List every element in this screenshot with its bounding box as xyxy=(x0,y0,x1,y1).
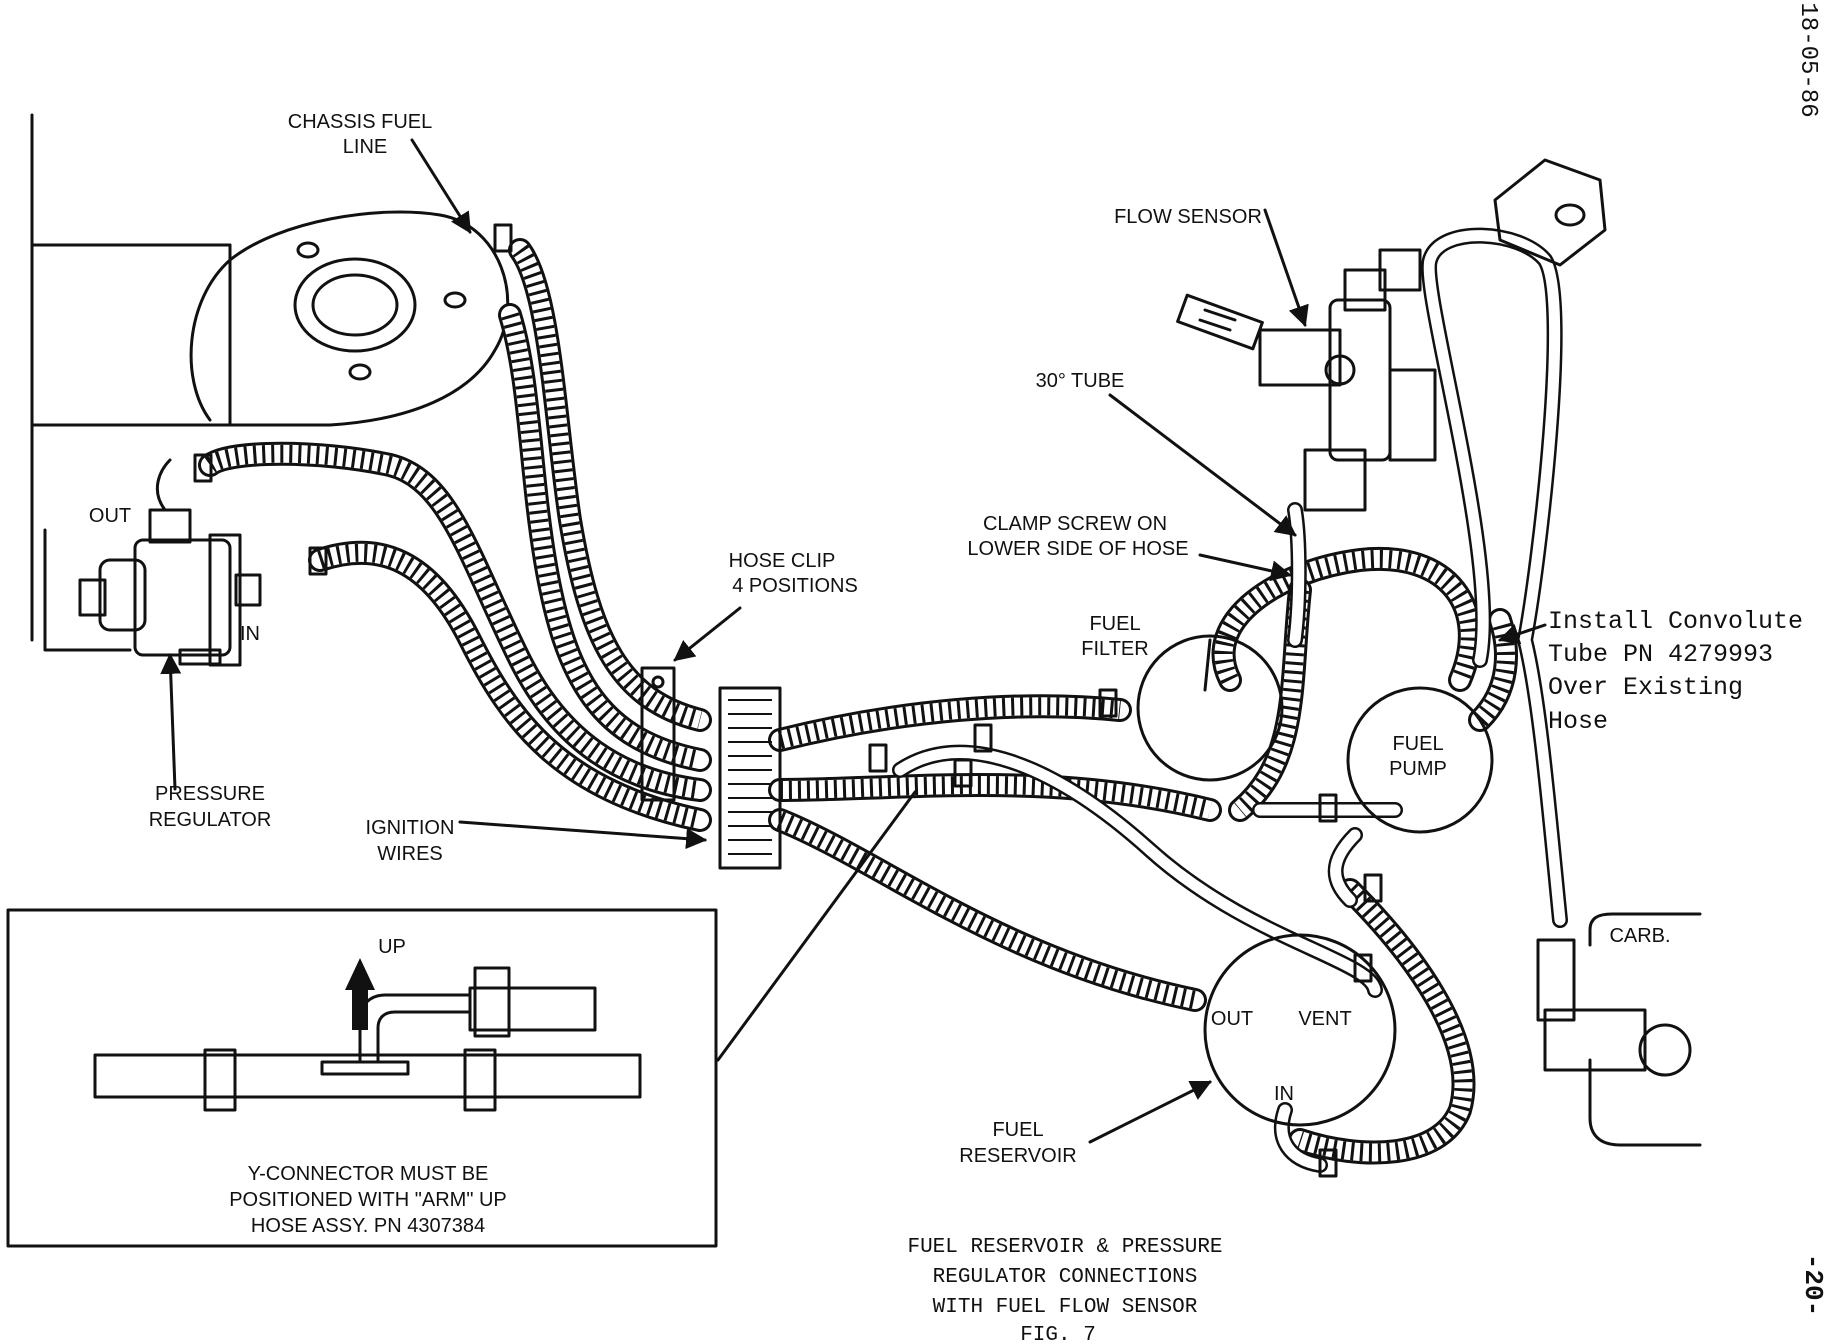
inset-caption-line-1: Y-CONNECTOR MUST BE xyxy=(248,1163,489,1185)
reservoir-out-label: OUT xyxy=(1211,1008,1253,1030)
clamp-screw-label-1: CLAMP SCREW ON xyxy=(983,513,1167,535)
chassis-fuel-line-label-1: CHASSIS FUEL xyxy=(288,111,432,133)
regulator-out-label: OUT xyxy=(89,505,131,527)
up-arrow-icon xyxy=(345,958,375,1030)
clamp-screw-label-2: LOWER SIDE OF HOSE xyxy=(967,538,1188,560)
pressure-regulator-label-1: PRESSURE xyxy=(155,783,265,805)
install-note-line-2: Tube PN 4279993 xyxy=(1548,640,1773,669)
figure-caption-line-3: WITH FUEL FLOW SENSOR xyxy=(933,1296,1198,1319)
pressure-regulator xyxy=(43,458,262,667)
hose-clip-label-2: 4 POSITIONS xyxy=(732,575,858,597)
install-note-line-1: Install Convolute xyxy=(1548,607,1803,636)
text-labels: CHASSIS FUEL LINE FLOW SENSOR 30° TUBE C… xyxy=(89,2,1828,1344)
fuel-filter xyxy=(1136,634,1284,782)
fuel-pump-label-2: PUMP xyxy=(1389,758,1447,780)
flow-sensor-label: FLOW SENSOR xyxy=(1114,206,1262,228)
figure-caption-line-2: REGULATOR CONNECTIONS xyxy=(933,1266,1198,1289)
fuel-reservoir xyxy=(1203,933,1397,1127)
ignition-wire-loom xyxy=(718,686,782,870)
fuel-pump-label-1: FUEL xyxy=(1392,733,1443,755)
engine-block xyxy=(30,113,510,642)
ignition-wires-label-1: IGNITION xyxy=(366,817,455,839)
reservoir-in-label: IN xyxy=(1274,1083,1294,1105)
fuel-filter-label-2: FILTER xyxy=(1081,638,1148,660)
inset-caption-line-3: HOSE ASSY. PN 4307384 xyxy=(251,1215,485,1237)
page-number: -20- xyxy=(1798,1254,1828,1316)
figure-caption-line-4: FIG. 7 xyxy=(1020,1324,1096,1344)
ignition-wires-label-2: WIRES xyxy=(377,843,443,865)
hose-clip xyxy=(640,666,676,802)
pressure-regulator-label-2: REGULATOR xyxy=(149,809,272,831)
fuel-filter-label-1: FUEL xyxy=(1089,613,1140,635)
flow-sensor xyxy=(1176,158,1607,512)
inset-up-label: UP xyxy=(378,936,406,958)
label-arrows xyxy=(160,138,1547,1144)
fuel-pump xyxy=(1346,686,1494,834)
document-id: 18-05-86 xyxy=(1794,2,1821,117)
fuel-reservoir-label-2: RESERVOIR xyxy=(959,1145,1076,1167)
install-note-line-4: Hose xyxy=(1548,707,1608,736)
hose-clamps xyxy=(193,223,1383,1178)
hose-clip-label-1: HOSE CLIP xyxy=(729,550,836,572)
fuel-reservoir-label-1: FUEL xyxy=(992,1119,1043,1141)
metal-tubes xyxy=(892,227,1568,1173)
regulator-in-label: IN xyxy=(240,623,260,645)
tube-30-label: 30° TUBE xyxy=(1036,370,1125,392)
inset-caption-line-2: POSITIONED WITH "ARM" UP xyxy=(229,1189,507,1211)
carburetor xyxy=(1536,912,1702,1147)
carb-label: CARB. xyxy=(1609,925,1670,947)
install-note-line-3: Over Existing xyxy=(1548,673,1743,702)
figure-caption-line-1: FUEL RESERVOIR & PRESSURE xyxy=(907,1236,1222,1259)
chassis-fuel-line-label-2: LINE xyxy=(343,136,387,158)
reservoir-vent-label: VENT xyxy=(1298,1008,1351,1030)
convoluted-hoses xyxy=(198,238,1518,1165)
y-connector-inset xyxy=(6,908,718,1248)
